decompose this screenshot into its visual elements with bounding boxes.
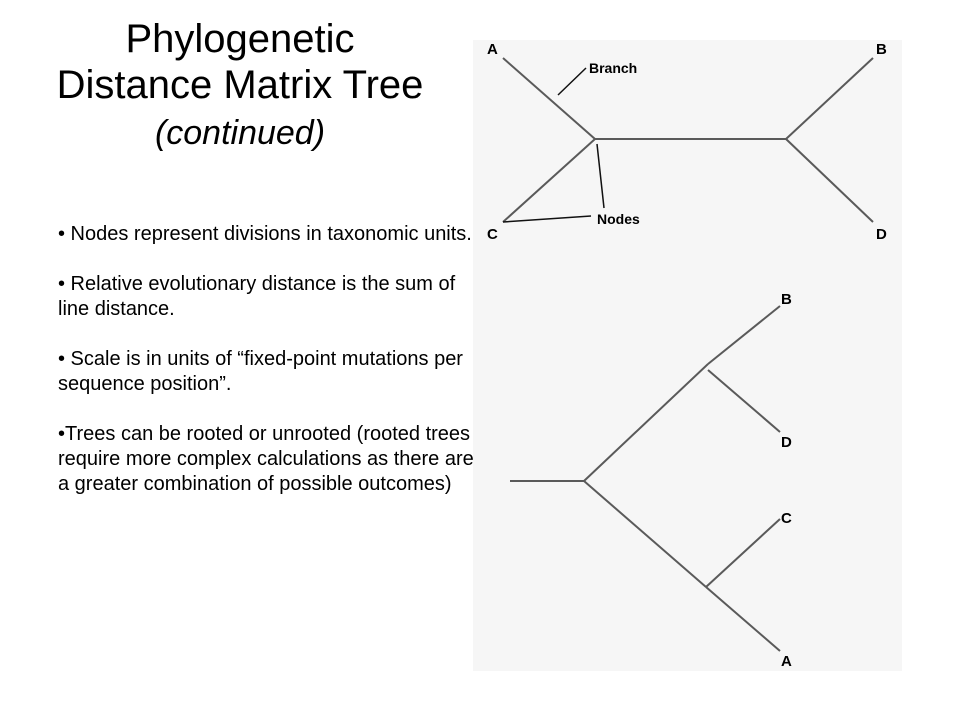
rooted-edge-a: [705, 586, 781, 652]
rooted-label-d: D: [781, 434, 792, 451]
rooted-label-b: B: [781, 291, 792, 308]
bullet-list: • Nodes represent divisions in taxonomic…: [58, 222, 478, 522]
unrooted-edge-b: [785, 57, 874, 140]
title-line-1: Phylogenetic: [125, 17, 355, 61]
bullet-distance: • Relative evolutionary distance is the …: [58, 273, 456, 320]
rooted-tree: B D C A: [510, 291, 792, 670]
nodes-pointer-bottom: [502, 215, 592, 223]
rooted-edge-c: [705, 518, 781, 588]
unrooted-label-b: B: [876, 41, 887, 58]
rooted-label-a: A: [781, 653, 792, 670]
bullet-rooted: •Trees can be rooted or unrooted (rooted…: [58, 423, 474, 495]
nodes-pointer-top: [596, 143, 605, 209]
rooted-edge-d: [707, 369, 781, 433]
unrooted-edge-d: [785, 138, 874, 223]
tree-diagram-svg: A B C D Branch Nodes B D C A: [487, 41, 887, 670]
rooted-label-c: C: [781, 510, 792, 527]
bullet-nodes: • Nodes represent divisions in taxonomic…: [58, 223, 472, 245]
branch-annotation: Branch: [589, 60, 637, 76]
unrooted-edge-a: [502, 57, 596, 140]
unrooted-label-d: D: [876, 226, 887, 243]
unrooted-tree: A B C D Branch Nodes: [487, 41, 887, 243]
tree-diagram-panel: A B C D Branch Nodes B D C A: [473, 40, 902, 671]
unrooted-label-c: C: [487, 226, 498, 243]
bullet-scale: • Scale is in units of “fixed-point muta…: [58, 348, 463, 395]
rooted-edge-b: [707, 305, 781, 365]
title-line-2: Distance Matrix Tree: [56, 63, 424, 107]
slide-title: Phylogenetic Distance Matrix Tree (conti…: [0, 16, 480, 158]
title-subtitle: (continued): [154, 114, 326, 152]
unrooted-edge-c: [502, 138, 596, 223]
unrooted-label-a: A: [487, 41, 498, 58]
rooted-edge-lower-clade: [583, 480, 707, 588]
nodes-annotation: Nodes: [597, 211, 640, 227]
rooted-edge-upper-clade: [583, 363, 709, 482]
branch-pointer: [557, 67, 587, 96]
